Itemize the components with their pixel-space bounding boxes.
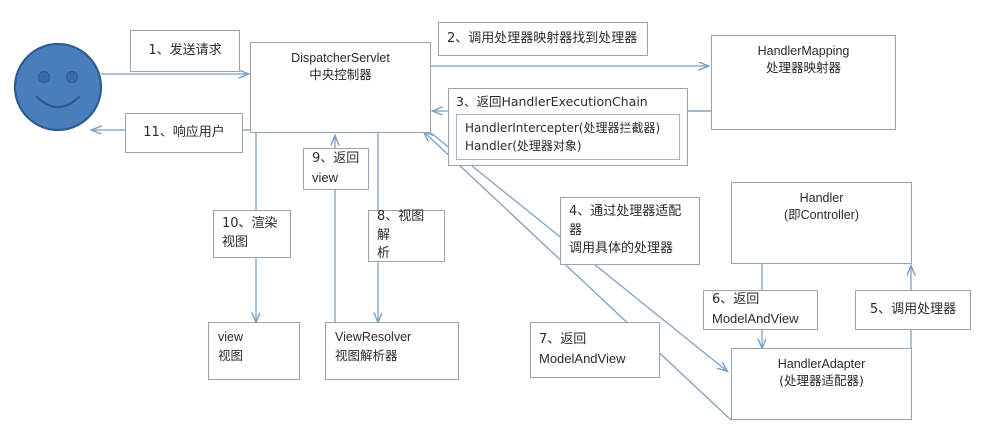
step-9-text-line-2: view [312,170,339,185]
handler-subtitle: (即Controller) [783,207,859,222]
handler-mapping-subtitle: 处理器映射器 [765,59,841,75]
node-view-resolver[interactable]: ViewResolver 视图解析器 [325,322,459,380]
node-handler[interactable]: Handler (即Controller) [731,182,912,264]
step-1-label[interactable]: 1、发送请求 [130,30,240,72]
handler-name: Handler [799,191,844,205]
step-4-label[interactable]: 4、通过处理器适配器 调用具体的处理器 [560,197,700,265]
step-8-label[interactable]: 8、视图解 析 [368,208,445,262]
view-subtitle: 视图 [218,347,244,363]
step-3-detail-box: HandlerIntercepter(处理器拦截器) Handler(处理器对象… [456,113,680,160]
node-dispatcher-servlet[interactable]: DispatcherServlet 中央控制器 [250,42,431,133]
step-3-text: 3、返回HandlerExecutionChain [456,94,648,109]
step-11-label[interactable]: 11、响应用户 [125,113,243,153]
step-4-text-line-1: 4、通过处理器适配器 [569,203,682,238]
step-6-text-line-1: 6、返回 [712,292,760,308]
node-view[interactable]: view 视图 [208,322,300,380]
handler-adapter-name: HandlerAdapter [777,357,866,371]
dispatcher-servlet-subtitle: 中央控制器 [309,66,372,82]
step-6-label[interactable]: 6、返回 ModelAndView [703,290,818,330]
step-7-label[interactable]: 7、返回 ModelAndView [530,322,660,378]
step-2-label[interactable]: 2、调用处理器映射器找到处理器 [438,22,648,56]
node-handler-mapping[interactable]: HandlerMapping 处理器映射器 [711,35,896,130]
view-resolver-subtitle: 视图解析器 [335,347,398,363]
step-11-text: 11、响应用户 [143,124,225,140]
step-8-text-line-2: 析 [377,246,391,262]
step-2-text: 2、调用处理器映射器找到处理器 [447,30,638,46]
handler-mapping-name: HandlerMapping [757,44,850,58]
step-10-text-line-1: 10、渲染 [222,216,278,232]
step-10-label[interactable]: 10、渲染 视图 [213,210,291,258]
step-9-label[interactable]: 9、返回 view [303,148,369,190]
step-8-text-line-1: 8、视图解 [377,208,425,243]
step-7-text-line-2: ModelAndView [539,351,626,366]
step-7-text-line-1: 7、返回 [539,332,587,348]
user-actor [13,42,103,137]
step-3-detail-line-1: HandlerIntercepter(处理器拦截器) [465,120,661,135]
step-5-label[interactable]: 5、调用处理器 [855,290,971,330]
step-4-text-line-2: 调用具体的处理器 [569,241,674,257]
smiley-face-icon [13,42,103,132]
step-5-text: 5、调用处理器 [869,301,957,317]
dispatcher-servlet-name: DispatcherServlet [291,51,390,65]
view-name: view [218,330,244,344]
step-6-text-line-2: ModelAndView [712,311,799,326]
step-3-detail-line-2: Handler(处理器对象) [465,138,582,153]
handler-adapter-subtitle: (处理器适配器) [779,372,864,388]
view-resolver-name: ViewResolver [335,330,412,344]
step-10-text-line-2: 视图 [222,235,249,250]
node-handler-adapter[interactable]: HandlerAdapter (处理器适配器) [731,348,912,420]
step-9-text-line-1: 9、返回 [312,151,360,167]
step-3-label[interactable]: 3、返回HandlerExecutionChain HandlerInterce… [448,88,688,166]
step-1-text: 1、发送请求 [148,42,222,58]
